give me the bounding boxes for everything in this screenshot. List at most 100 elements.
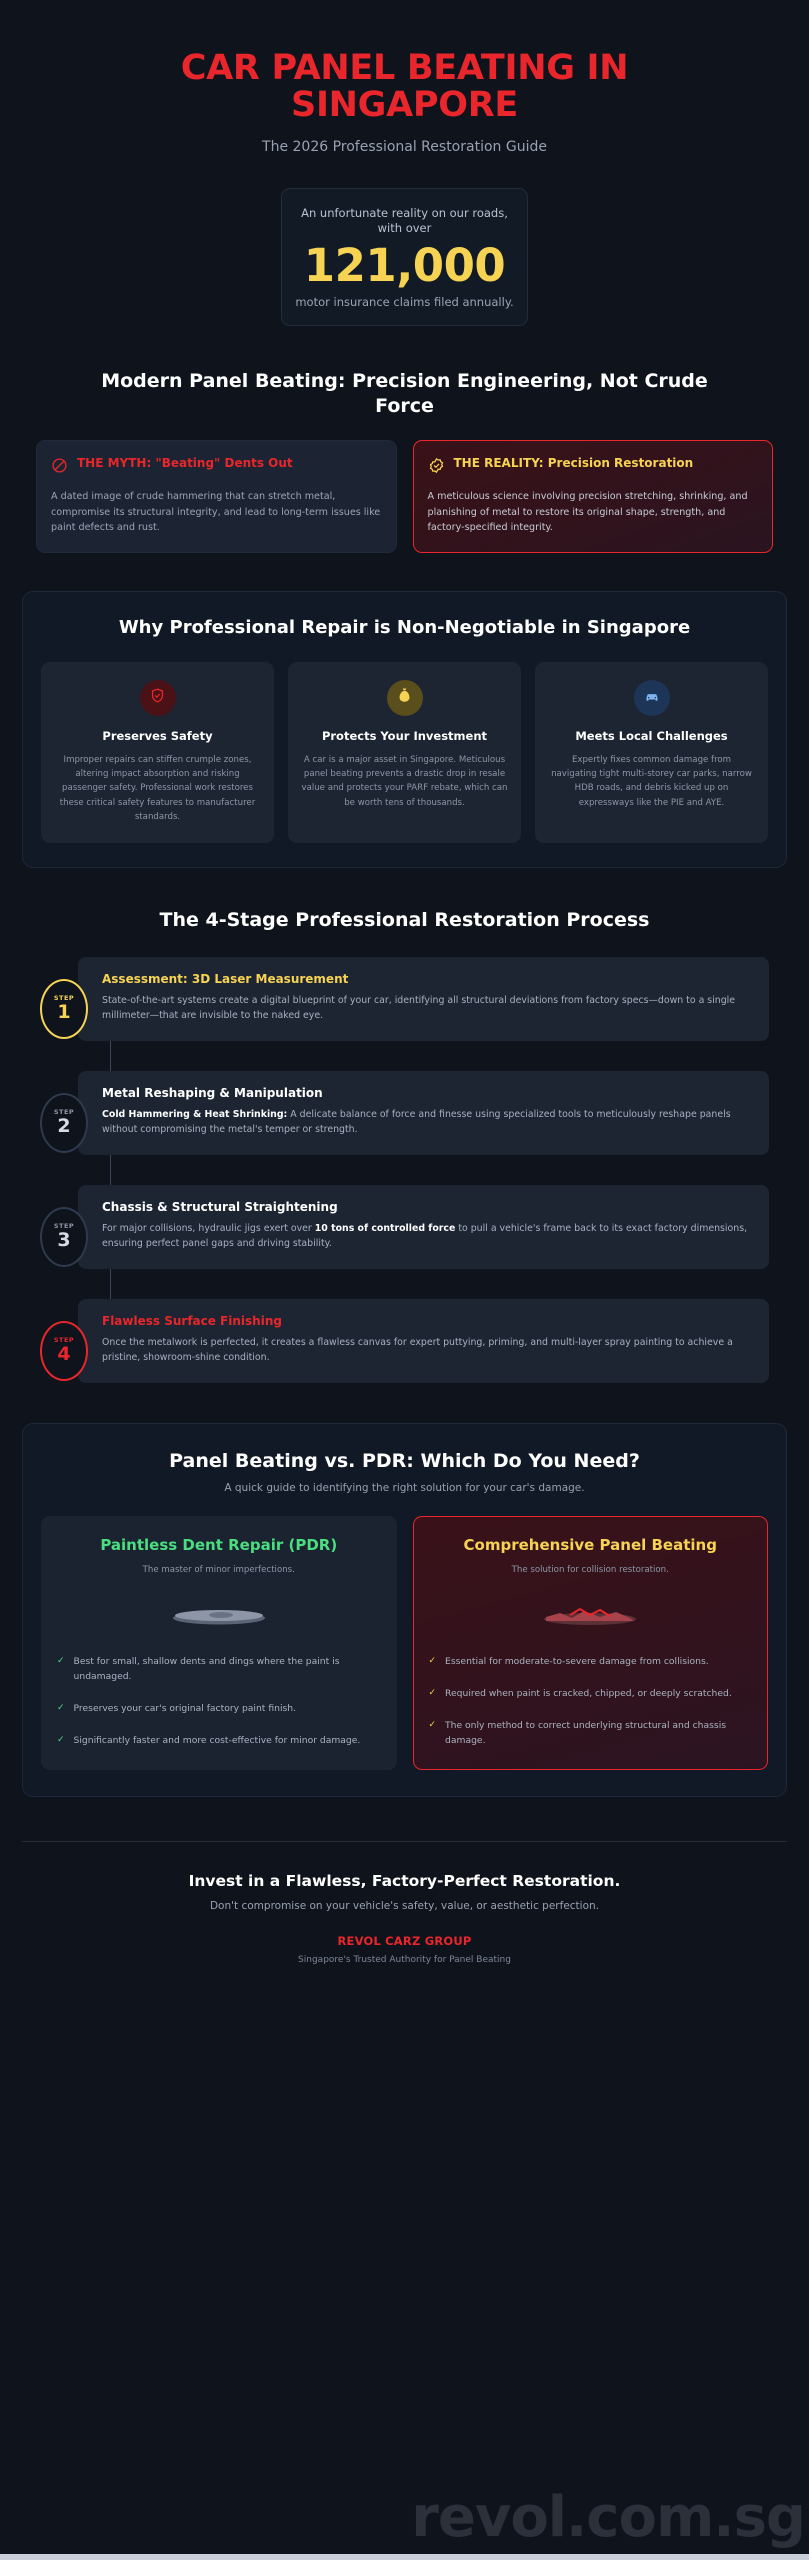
step-body: For major collisions, hydraulic jigs exe… xyxy=(102,1221,753,1252)
myth-body: A dated image of crude hammering that ca… xyxy=(51,491,381,534)
list-item: ✓ Best for small, shallow dents and ding… xyxy=(57,1655,381,1685)
step-word: STEP xyxy=(53,1108,75,1117)
comparison-section-subtitle: A quick guide to identifying the right s… xyxy=(224,1481,585,1494)
step-number: 4 xyxy=(57,1343,71,1366)
process-section-title: The 4-Stage Professional Restoration Pro… xyxy=(159,908,650,931)
footer-subtitle: Don't compromise on your vehicle's safet… xyxy=(209,1899,600,1912)
why-card-body: Expertly fixes common damage from naviga… xyxy=(551,754,752,808)
list-item: ✓ Essential for moderate-to-severe damag… xyxy=(429,1655,753,1670)
pdr-card: Paintless Dent Repair (PDR) The master o… xyxy=(41,1515,397,1770)
step-number: 3 xyxy=(57,1229,71,1252)
myth-card: THE MYTH: "Beating" Dents Out A dated im… xyxy=(36,440,397,553)
step-card-2: Metal Reshaping & Manipulation Cold Hamm… xyxy=(78,1070,769,1155)
step-body: Cold Hammering & Heat Shrinking: A delic… xyxy=(102,1107,753,1138)
footer-brand: REVOL CARZ GROUP xyxy=(337,1933,472,1948)
step-title: Metal Reshaping & Manipulation xyxy=(102,1085,323,1100)
stat-number: 121,000 xyxy=(303,238,506,292)
money-bag-icon xyxy=(396,687,413,708)
list-item: ✓ Significantly faster and more cost-eff… xyxy=(57,1734,381,1749)
pdr-benefit-list: ✓ Best for small, shallow dents and ding… xyxy=(57,1655,381,1749)
why-card-body: A car is a major asset in Singapore. Met… xyxy=(301,754,508,808)
step-connector xyxy=(110,1154,111,1185)
myth-reality-row: THE MYTH: "Beating" Dents Out A dated im… xyxy=(22,440,787,553)
money-bag-badge xyxy=(386,679,423,716)
check-icon: ✓ xyxy=(428,1656,437,1667)
step-number: 2 xyxy=(57,1115,71,1138)
car-repair-badge xyxy=(633,679,670,716)
shield-check-icon xyxy=(149,687,166,708)
car-repair-icon xyxy=(643,687,661,709)
collision-damage-illustration xyxy=(429,1587,753,1645)
why-professional-panel: Why Professional Repair is Non-Negotiabl… xyxy=(22,590,787,868)
page-title: CAR PANEL BEATING IN SINGAPORE xyxy=(180,48,629,126)
list-item-text: The only method to correct underlying st… xyxy=(445,1719,727,1746)
comparison-row: Paintless Dent Repair (PDR) The master o… xyxy=(41,1515,768,1770)
statistic-card: An unfortunate reality on our roads, wit… xyxy=(281,187,528,327)
reality-title: THE REALITY: Precision Restoration xyxy=(453,456,694,471)
page-subtitle: The 2026 Professional Restoration Guide xyxy=(262,138,547,155)
list-item-text: Best for small, shallow dents and dings … xyxy=(73,1656,340,1683)
step-badge-3: STEP 3 xyxy=(40,1206,88,1267)
step-title: Chassis & Structural Straightening xyxy=(102,1199,338,1214)
process-step-4: STEP 4 Flawless Surface Finishing Once t… xyxy=(40,1298,769,1383)
myth-reality-section-title: Modern Panel Beating: Precision Engineer… xyxy=(101,370,708,418)
verified-check-icon xyxy=(428,457,445,478)
step-word: STEP xyxy=(53,1336,75,1345)
step-title: Flawless Surface Finishing xyxy=(102,1313,282,1328)
step-body-lead: Cold Hammering & Heat Shrinking: xyxy=(102,1108,288,1120)
pdr-subtitle: The master of minor imperfections. xyxy=(142,1565,295,1576)
pdr-title: Paintless Dent Repair (PDR) xyxy=(100,1535,338,1554)
check-icon: ✓ xyxy=(428,1719,437,1730)
footer-title: Invest in a Flawless, Factory-Perfect Re… xyxy=(188,1871,621,1890)
comparison-section-title: Panel Beating vs. PDR: Which Do You Need… xyxy=(169,1449,640,1472)
list-item: ✓ Preserves your car's original factory … xyxy=(57,1702,381,1717)
stat-tail-text: motor insurance claims filed annually. xyxy=(295,295,514,310)
list-item: ✓ Required when paint is cracked, chippe… xyxy=(429,1687,753,1702)
process-step-1: STEP 1 Assessment: 3D Laser Measurement … xyxy=(40,956,769,1041)
check-icon: ✓ xyxy=(428,1688,437,1699)
stat-lead-text: An unfortunate reality on our roads, wit… xyxy=(301,205,508,236)
list-item-text: Preserves your car's original factory pa… xyxy=(73,1702,297,1714)
step-card-1: Assessment: 3D Laser Measurement State-o… xyxy=(78,956,769,1041)
process-steps: STEP 1 Assessment: 3D Laser Measurement … xyxy=(22,956,787,1383)
step-badge-4: STEP 4 xyxy=(40,1320,88,1381)
bottom-bar xyxy=(0,2554,809,2560)
step-body-post: to pull a vehicle's frame back to its ex… xyxy=(102,1222,748,1250)
step-badge-2: STEP 2 xyxy=(40,1092,88,1153)
check-icon: ✓ xyxy=(57,1702,65,1713)
list-item-text: Significantly faster and more cost-effec… xyxy=(73,1734,361,1746)
step-card-4: Flawless Surface Finishing Once the meta… xyxy=(78,1298,769,1383)
header: CAR PANEL BEATING IN SINGAPORE The 2026 … xyxy=(22,22,787,155)
step-word: STEP xyxy=(53,994,75,1003)
step-title: Assessment: 3D Laser Measurement xyxy=(102,971,349,986)
process-section: The 4-Stage Professional Restoration Pro… xyxy=(22,908,787,1383)
step-word: STEP xyxy=(53,1222,75,1231)
reality-body: A meticulous science involving precision… xyxy=(427,491,748,534)
check-icon: ✓ xyxy=(57,1656,65,1667)
comparison-panel: Panel Beating vs. PDR: Which Do You Need… xyxy=(22,1422,787,1797)
list-item-text: Essential for moderate-to-severe damage … xyxy=(445,1656,709,1668)
why-card-title: Preserves Safety xyxy=(102,728,213,743)
panel-beating-card: Comprehensive Panel Beating The solution… xyxy=(412,1515,768,1770)
myth-title: THE MYTH: "Beating" Dents Out xyxy=(77,456,293,471)
why-cards-row: Preserves Safety Improper repairs can st… xyxy=(41,661,768,843)
why-card-preserves-safety: Preserves Safety Improper repairs can st… xyxy=(41,661,274,843)
why-card-title: Protects Your Investment xyxy=(321,728,488,743)
pdr-dent-illustration xyxy=(57,1587,381,1645)
process-step-2: STEP 2 Metal Reshaping & Manipulation Co… xyxy=(40,1070,769,1155)
process-step-3: STEP 3 Chassis & Structural Straightenin… xyxy=(40,1184,769,1269)
step-body: State-of-the-art systems create a digita… xyxy=(102,994,736,1022)
shield-check-badge xyxy=(139,679,176,716)
watermark: revol.com.sg xyxy=(411,2485,806,2550)
panel-beating-benefit-list: ✓ Essential for moderate-to-severe damag… xyxy=(429,1655,753,1749)
step-badge-1: STEP 1 xyxy=(40,978,88,1039)
footer: Invest in a Flawless, Factory-Perfect Re… xyxy=(22,1840,787,2005)
step-card-3: Chassis & Structural Straightening For m… xyxy=(78,1184,769,1269)
step-body-pre: For major collisions, hydraulic jigs exe… xyxy=(102,1222,315,1234)
step-body: Once the metalwork is perfected, it crea… xyxy=(102,1336,733,1364)
reality-card: THE REALITY: Precision Restoration A met… xyxy=(412,440,773,553)
step-connector xyxy=(110,1040,111,1071)
step-body-rest: A delicate balance of force and finesse … xyxy=(102,1108,731,1136)
why-card-protects-investment: Protects Your Investment A car is a majo… xyxy=(288,661,521,843)
